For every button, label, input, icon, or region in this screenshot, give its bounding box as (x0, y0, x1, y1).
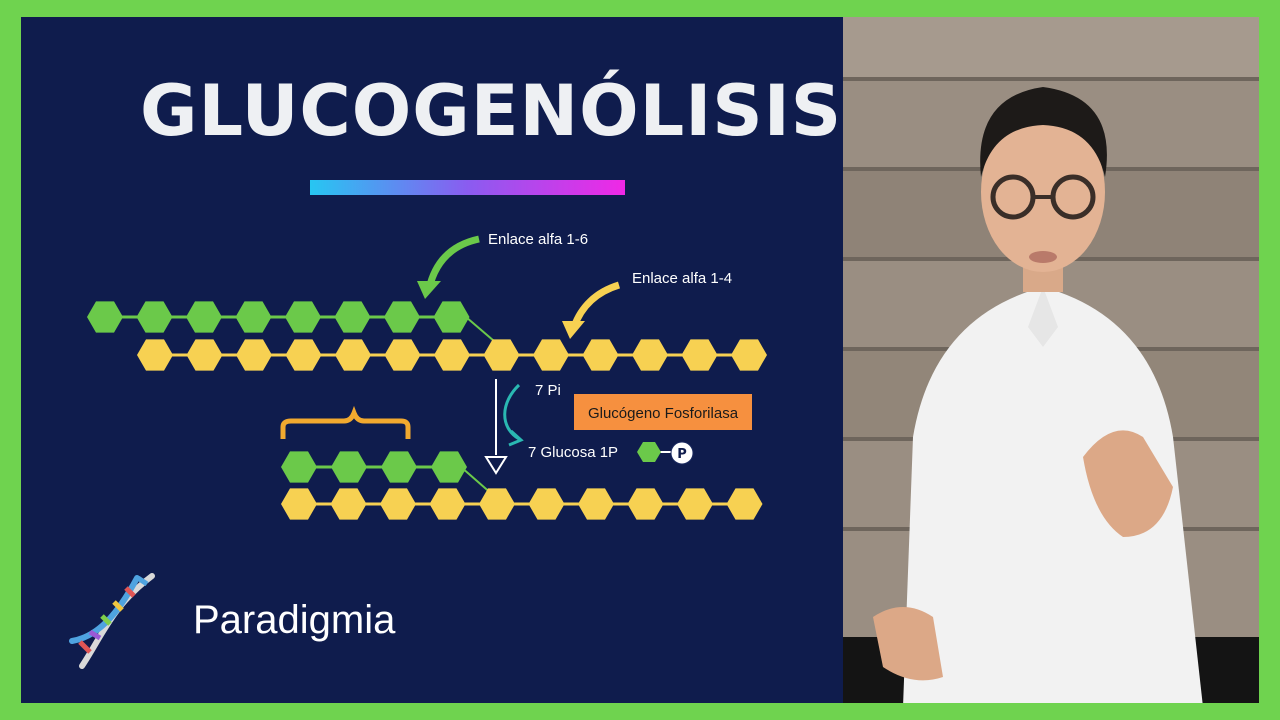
bond14-arrow (570, 281, 621, 329)
bond14-label: Enlace alfa 1-4 (632, 270, 732, 287)
glucose-chain-hexagon (281, 488, 317, 520)
glycogenolysis-diagram: Glucógeno Fosforilasa Enlace alfa 1-6 En… (87, 180, 767, 520)
glucose-chain-hexagon (429, 488, 466, 520)
presenter-illustration (843, 17, 1259, 703)
glucose-chain-hexagon (380, 488, 416, 520)
glucose-chain-hexagon (236, 339, 272, 371)
glucose-branch-hexagon (334, 301, 371, 333)
glucose-chain-hexagon (434, 339, 470, 371)
glucose-branch-hexagon (384, 301, 420, 333)
bond16-label: Enlace alfa 1-6 (488, 231, 588, 248)
pi-arrowhead (508, 429, 524, 447)
presenter-photo (843, 17, 1259, 703)
glucose-chain-hexagon (335, 339, 371, 371)
glucose-branch-hexagon (433, 301, 470, 333)
glucose-chain-hexagon (186, 339, 223, 371)
glucose-chain-hexagon (479, 488, 515, 520)
cleavage-bracket (280, 405, 411, 439)
glucose-branch-hexagon (87, 301, 123, 333)
brand-name: Paradigmia (193, 598, 396, 642)
glucose-chain-hexagon (578, 488, 614, 520)
glucose-branch-hexagon (136, 301, 173, 333)
page-title: GLUCOGENÓLISIS (140, 70, 843, 152)
glucose-branch-hexagon (186, 301, 222, 333)
pi-label: 7 Pi (535, 382, 561, 399)
product-glucose-hexagon (637, 442, 661, 462)
glucose-chain-hexagon (137, 339, 173, 371)
phosphate-icon (670, 441, 694, 465)
phosphate-label: P (677, 447, 687, 462)
glucose-branch-hexagon (331, 451, 367, 483)
glucose-branch-hexagon (381, 451, 417, 483)
glucose-chain-hexagon (330, 488, 367, 520)
glucose-branch-hexagon (281, 451, 317, 483)
glucose-chain-hexagon (285, 339, 322, 371)
dna-helix-icon (69, 573, 155, 669)
enzyme-box (574, 394, 752, 430)
glucose-chain-hexagon (627, 488, 664, 520)
glucose-chain-hexagon (677, 488, 713, 520)
bond16-arrowhead (417, 281, 441, 299)
glucose-chain-hexagon (681, 339, 718, 371)
glucose-chain-hexagon (632, 339, 668, 371)
reaction-arrow-head (484, 456, 508, 475)
glucose-chain-hexagon (483, 339, 520, 371)
glucose-chain-hexagon (726, 488, 763, 520)
title-underline (310, 180, 625, 195)
bond14-arrowhead (562, 321, 585, 339)
glucose-chain-hexagon (384, 339, 421, 371)
glucose-chain-hexagon (731, 339, 767, 371)
glucose-branch-hexagon (285, 301, 321, 333)
enzyme-label: Glucógeno Fosforilasa (588, 405, 739, 422)
product-label: 7 Glucosa 1P (528, 444, 618, 461)
glucose-branch-hexagon (431, 451, 467, 483)
glucose-chain-hexagon (528, 488, 565, 520)
glucose-chain-hexagon (533, 339, 569, 371)
glucose-branch-hexagon (235, 301, 272, 333)
glucose-chain-hexagon (582, 339, 619, 371)
